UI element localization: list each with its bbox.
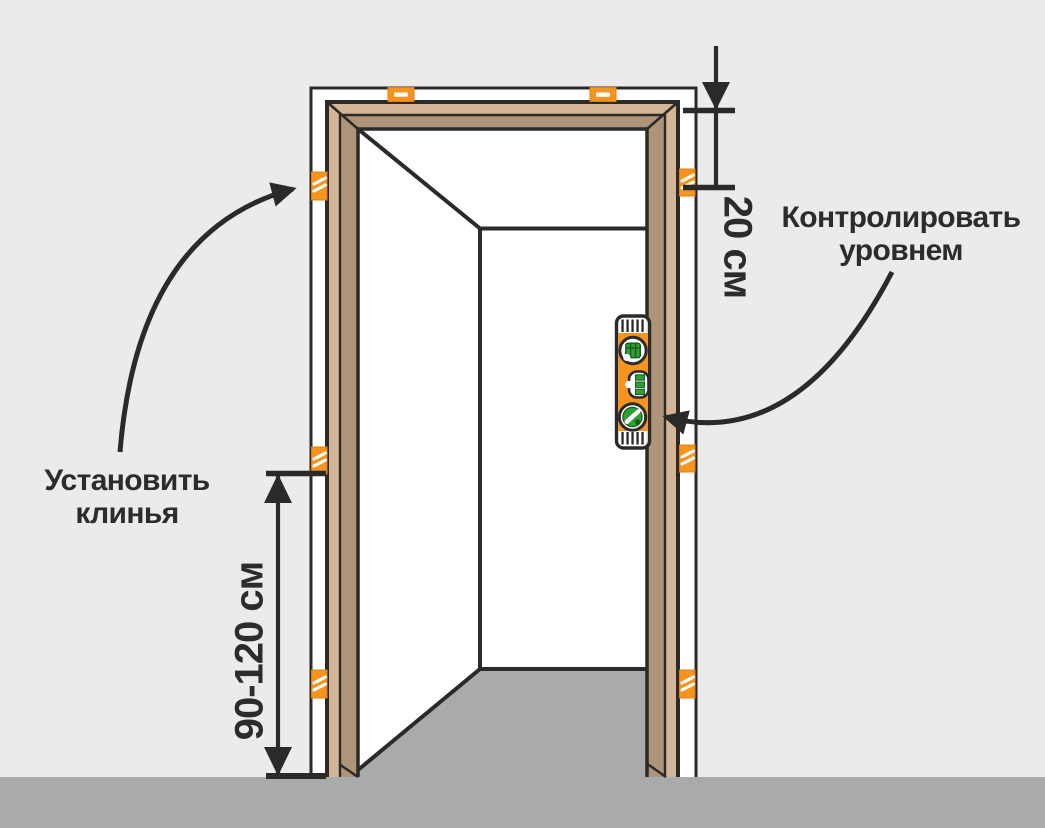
dimension-20cm-text: 20 см — [715, 195, 760, 299]
level-vial-top — [618, 335, 648, 366]
door-frame-outline — [325, 100, 680, 778]
wedge-icon-right-middle — [679, 444, 696, 473]
dimension-90-120cm-text: 90-120 см — [227, 561, 272, 741]
curved-arrow-icon-control-level — [662, 270, 895, 435]
spirit-level-icon — [614, 314, 652, 450]
level-hatch-top — [619, 319, 647, 332]
wedge-icon-left-upper — [311, 171, 328, 201]
wedge-icon-top-right — [589, 87, 617, 102]
level-vial-bottom — [617, 402, 648, 432]
side-wedges — [311, 168, 696, 699]
label-control-with-level-line2: уровнем — [839, 234, 963, 267]
level-hatch-bottom — [619, 432, 647, 445]
dimension-90-120cm-lines — [264, 470, 326, 779]
wedge-icon-left-lower — [311, 669, 328, 699]
dimension-arrow-icon — [702, 82, 730, 110]
floor — [0, 777, 1045, 828]
interior-floor — [356, 668, 648, 777]
dimension-arrow-icon — [264, 474, 292, 503]
label-install-wedges: Установить клинья — [27, 464, 227, 530]
wedge-icon-left-middle — [311, 446, 328, 475]
label-control-with-level: Контролировать уровнем — [770, 201, 1032, 267]
label-control-with-level-line1: Контролировать — [781, 201, 1022, 234]
wall-opening — [311, 88, 696, 777]
wedge-icon-right-lower — [679, 669, 696, 699]
curved-arrow-icon-install-wedges — [117, 182, 297, 453]
open-door-leaf — [356, 127, 648, 772]
label-install-wedges-line1: Установить — [44, 464, 210, 497]
label-install-wedges-line2: клинья — [75, 497, 179, 530]
wall-opening-outline — [309, 86, 698, 777]
wedge-icon-right-upper — [679, 168, 696, 197]
dimension-20cm-lines — [683, 46, 735, 191]
level-vial-middle — [625, 370, 650, 399]
wedge-icon-top-left — [387, 87, 415, 102]
dimension-arrow-icon — [264, 747, 292, 776]
